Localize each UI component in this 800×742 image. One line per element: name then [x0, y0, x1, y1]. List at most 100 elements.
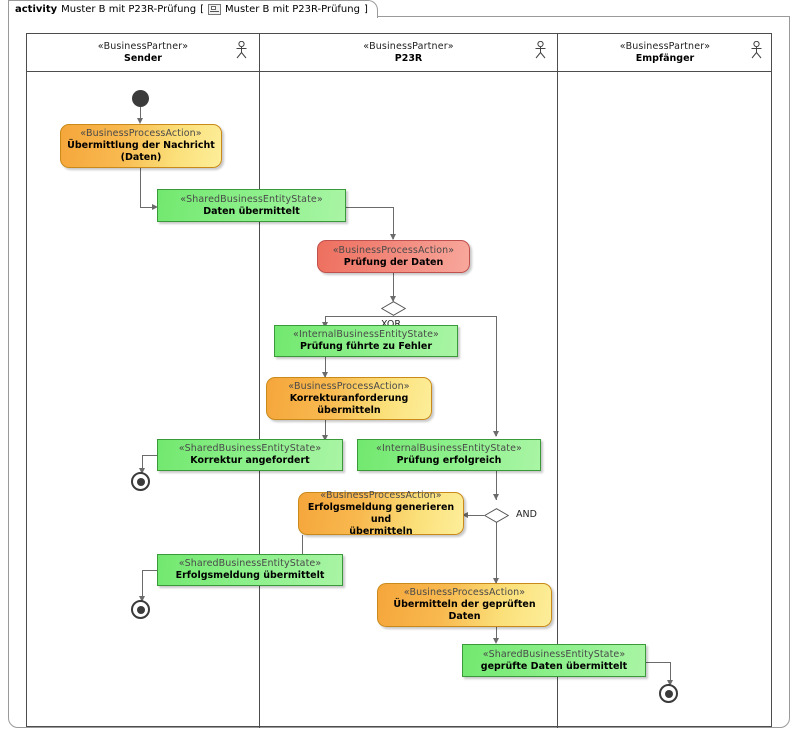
arrow-n5-to-n6: [321, 435, 328, 441]
edge-n3-to-xor: [393, 273, 394, 301]
state-node-erfolgsmeldung-uebermittelt[interactable]: «SharedBusinessEntityState» Erfolgsmeldu…: [157, 554, 343, 586]
edge-and-to-n8: [466, 515, 484, 516]
arrow-n10-to-n11: [492, 638, 499, 644]
node-stereotype: «SharedBusinessEntityState»: [180, 193, 323, 205]
node-label-line1: Übermittlung der Nachricht: [67, 140, 215, 151]
edge-n6-to-final1-h: [142, 455, 163, 456]
edge-xor-left-h: [325, 316, 393, 317]
edge-n11-to-final3-v: [670, 662, 671, 684]
lane-name: Empfänger: [635, 52, 695, 64]
frame-keyword: activity: [15, 4, 58, 15]
node-label-line2: übermitteln: [349, 525, 413, 537]
state-node-pruefung-erfolgreich[interactable]: «InternalBusinessEntityState» Prüfung er…: [357, 439, 541, 471]
node-label-line1: Erfolgsmeldung generieren und: [307, 501, 455, 525]
arrow-n7-to-and: [492, 494, 499, 500]
state-node-daten-uebermittelt[interactable]: «SharedBusinessEntityState» Daten übermi…: [157, 189, 346, 222]
node-label-line2: übermitteln: [317, 404, 381, 416]
lane-divider-1: [259, 34, 260, 728]
lane-name: Sender: [124, 52, 162, 64]
edge-n1-to-n2-v: [140, 168, 141, 207]
edge-n9-to-final2-h: [142, 570, 159, 571]
edge-xor-right-h: [393, 316, 496, 317]
node-stereotype: «SharedBusinessEntityState»: [178, 558, 322, 569]
node-label-line2: (Daten): [120, 152, 162, 163]
xor-decision-node: [381, 301, 406, 316]
swimlane-container: «BusinessPartner» Sender «BusinessPartne…: [26, 33, 772, 728]
lane-divider-2: [557, 34, 558, 728]
edge-n4-to-n5: [325, 357, 326, 377]
node-label-line1: Prüfung führte zu Fehler: [299, 341, 433, 352]
edge-xor-left-v: [325, 316, 326, 327]
lane-name: P23R: [394, 52, 423, 64]
arrow-initial-to-n1: [136, 118, 143, 124]
frame-title: Muster B mit P23R-Prüfung: [61, 4, 197, 15]
activity-final-node-2: [131, 600, 150, 619]
edge-n2-to-n3-v: [393, 207, 394, 239]
node-stereotype: «BusinessProcessAction»: [80, 128, 202, 139]
lane-stereotype: «BusinessPartner»: [97, 40, 189, 52]
frame-bracket-open: [: [200, 4, 204, 15]
action-node-uebermittlung-der-nachricht[interactable]: «BusinessProcessAction» Übermittlung der…: [60, 124, 222, 168]
diagram-icon: [208, 4, 221, 15]
edge-n5-to-n6: [325, 420, 326, 440]
state-node-gepruefte-daten-uebermittelt[interactable]: «SharedBusinessEntityState» geprüfte Dat…: [462, 644, 646, 677]
and-gate-label: AND: [516, 509, 537, 520]
arrow-and-to-n8: [462, 511, 468, 518]
edge-n8-to-n9-v: [302, 535, 303, 570]
edge-n11-to-final3-h: [646, 662, 670, 663]
frame-tab-label: Muster B mit P23R-Prüfung: [225, 4, 360, 15]
lane-stereotype: «BusinessPartner»: [619, 40, 711, 52]
node-label-line1: Prüfung der Daten: [343, 256, 444, 268]
lane-stereotype: «BusinessPartner»: [363, 40, 454, 52]
lane-header-p23r: «BusinessPartner» P23R: [260, 34, 557, 72]
node-stereotype: «BusinessProcessAction»: [320, 489, 442, 501]
and-fork-node: [484, 508, 509, 523]
actor-stick-figure-icon: [535, 41, 546, 59]
edge-n9-to-final2-v: [142, 570, 143, 599]
edge-n6-to-final1-v: [142, 455, 143, 472]
xor-gate-label: XOR: [381, 319, 401, 330]
node-stereotype: «SharedBusinessEntityState»: [482, 648, 626, 660]
arrow-n1-to-n2: [152, 203, 158, 210]
edge-n10-to-n11-v: [496, 627, 497, 642]
node-label-line1: Korrekturanforderung: [289, 392, 409, 404]
lane-header-sender: «BusinessPartner» Sender: [27, 34, 259, 72]
node-label-line1: Daten übermittelt: [203, 205, 300, 217]
edge-n2-to-n3-h: [346, 207, 393, 208]
node-label-line1: Erfolgsmeldung übermittelt: [175, 570, 325, 581]
actor-stick-figure-icon: [751, 41, 762, 59]
node-stereotype: «InternalBusinessEntityState»: [293, 329, 439, 340]
activity-final-node-1: [131, 472, 150, 491]
initial-node: [132, 90, 149, 107]
action-node-pruefung-der-daten[interactable]: «BusinessProcessAction» Prüfung der Date…: [317, 240, 470, 273]
arrow-n9-to-final2: [138, 596, 145, 602]
arrow-n3-to-xor: [389, 296, 396, 302]
action-node-erfolgsmeldung-generieren[interactable]: «BusinessProcessAction» Erfolgsmeldung g…: [298, 489, 464, 537]
node-stereotype: «BusinessProcessAction»: [403, 587, 526, 598]
node-stereotype: «BusinessProcessAction»: [288, 380, 410, 392]
node-label-line1: geprüfte Daten übermittelt: [480, 660, 628, 672]
activity-frame-tab: activity Muster B mit P23R-Prüfung [ Mus…: [8, 0, 378, 18]
state-node-korrektur-angefordert[interactable]: «SharedBusinessEntityState» Korrektur an…: [157, 439, 343, 471]
arrow-and-to-n10: [492, 578, 499, 584]
arrow-n4-to-n5: [321, 372, 328, 378]
activity-final-node-3: [659, 684, 678, 703]
edge-xor-right-v: [496, 316, 497, 436]
edge-n7-to-and: [496, 471, 497, 500]
node-stereotype: «SharedBusinessEntityState»: [178, 443, 322, 454]
node-label-line1: Übermitteln der geprüften Daten: [393, 599, 536, 622]
frame-bracket-close: ]: [363, 4, 368, 15]
node-stereotype: «InternalBusinessEntityState»: [376, 443, 522, 454]
node-label-line1: Prüfung erfolgreich: [396, 455, 502, 466]
state-node-pruefung-fuehrte-zu-fehler[interactable]: «InternalBusinessEntityState» Prüfung fü…: [274, 325, 458, 357]
arrow-n6-to-final1: [138, 468, 145, 474]
edge-n1-to-n2-h: [140, 207, 155, 208]
action-node-uebermitteln-der-gepruesten-daten[interactable]: «BusinessProcessAction» Übermitteln der …: [377, 583, 552, 627]
node-label-line1: Korrektur angefordert: [190, 455, 310, 466]
arrow-n2-to-n3: [389, 234, 396, 240]
arrow-xor-to-n7: [492, 431, 499, 437]
action-node-korrekturanforderung-uebermitteln[interactable]: «BusinessProcessAction» Korrekturanforde…: [266, 377, 432, 420]
arrow-n11-to-final3: [666, 680, 673, 686]
edge-initial-to-n1: [140, 107, 141, 122]
